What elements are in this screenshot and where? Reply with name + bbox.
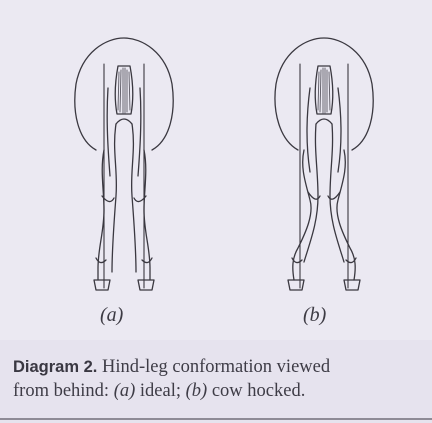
horse-cowhocked-hindquarters [275,38,373,290]
horse-ideal-hindquarters [75,38,173,290]
caption-text-a: ideal; [140,381,181,401]
figure-caption: Diagram 2. Hind-leg conformation viewed … [13,355,425,403]
plumb-lines-cowhocked [300,64,348,288]
hind-leg-diagram [0,0,432,340]
caption-number: Diagram 2. [13,358,97,376]
label-cow-hocked: (b) [303,304,326,327]
caption-text-b: cow hocked. [212,381,306,401]
caption-mark-b: (b) [186,381,208,401]
tail-hairs-ideal [118,68,130,113]
caption-line1: Hind-leg conformation viewed [102,357,330,377]
bottom-rule [0,418,432,420]
label-ideal: (a) [100,304,123,327]
caption-mark-a: (a) [114,381,136,401]
tail-hairs-cowhocked [318,68,330,113]
caption-line2-start: from behind: [13,381,109,401]
